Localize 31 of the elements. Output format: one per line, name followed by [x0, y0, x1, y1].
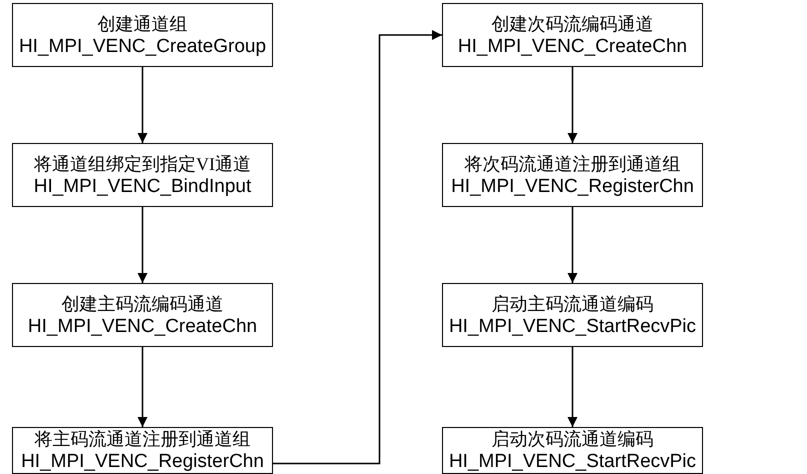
function-name: HI_MPI_VENC_RegisterChn [451, 174, 694, 198]
arrow [138, 347, 148, 427]
process-box [442, 143, 703, 207]
step-title: 启动主码流通道编码 [492, 292, 654, 314]
function-name: HI_MPI_VENC_BindInput [34, 174, 252, 198]
step-title: 将次码流通道注册到通道组 [464, 152, 680, 174]
arrow [568, 67, 578, 143]
process-box [442, 3, 703, 67]
process-box [12, 427, 273, 474]
function-name: HI_MPI_VENC_CreateChn [28, 314, 258, 338]
arrow [273, 30, 442, 464]
process-box [442, 283, 703, 347]
arrow [568, 207, 578, 283]
process-box [12, 143, 273, 207]
step-title: 创建次码流编码通道 [492, 12, 654, 34]
process-box [442, 427, 703, 474]
function-name: HI_MPI_VENC_RegisterChn [21, 450, 264, 473]
function-name: HI_MPI_VENC_CreateChn [458, 34, 688, 58]
arrow [568, 347, 578, 427]
step-title: 启动次码流通道编码 [492, 428, 654, 450]
function-name: HI_MPI_VENC_StartRecvPic [448, 450, 696, 473]
step-title: 创建主码流编码通道 [62, 292, 224, 314]
step-title: 创建通道组 [98, 12, 188, 34]
step-title: 将通道组绑定到指定VI通道 [34, 152, 251, 174]
function-name: HI_MPI_VENC_CreateGroup [18, 34, 266, 58]
process-box [12, 283, 273, 347]
function-name: HI_MPI_VENC_StartRecvPic [448, 314, 696, 338]
step-title: 将主码流通道注册到通道组 [34, 428, 250, 450]
process-box [12, 3, 273, 67]
arrow [138, 207, 148, 283]
arrow [138, 67, 148, 143]
